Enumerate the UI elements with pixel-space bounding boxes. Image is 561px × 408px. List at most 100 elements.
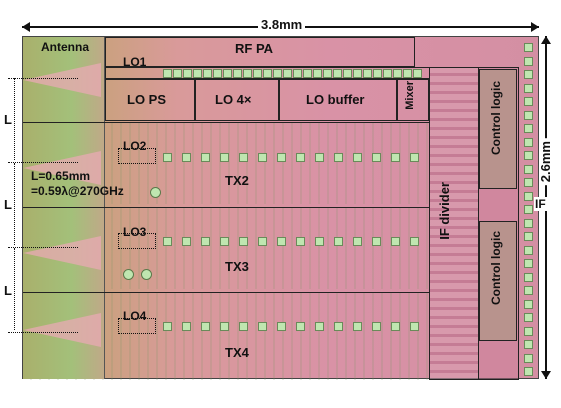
lo2-label: LO2	[123, 139, 147, 153]
l-label-1: L	[4, 112, 12, 127]
tx2-pad	[201, 153, 210, 162]
tx4-pad	[163, 322, 172, 331]
right-pad	[524, 313, 533, 322]
rf-pa-label: RF PA	[235, 41, 274, 56]
tx4-pad	[220, 322, 229, 331]
tx4-pad	[239, 322, 248, 331]
width-label: 3.8mm	[258, 17, 306, 32]
control-logic-top-label: Control logic	[489, 81, 503, 155]
right-pad-column	[523, 43, 535, 378]
l-boundary-4	[8, 332, 78, 333]
tx4-pad	[391, 322, 400, 331]
lo1-pad	[213, 69, 222, 78]
lo1-pad	[373, 69, 382, 78]
l-marker-line-3	[14, 248, 15, 330]
right-pad	[524, 340, 533, 349]
right-pad	[524, 259, 533, 268]
right-pad	[524, 70, 533, 79]
control-logic-bottom-block	[479, 221, 517, 341]
lo1-pad	[193, 69, 202, 78]
tx4-label: TX4	[225, 345, 249, 360]
if-divider-block	[429, 67, 479, 380]
tx3-label: TX3	[225, 259, 249, 274]
l-boundary-1	[8, 78, 78, 79]
right-pad	[524, 56, 533, 66]
if-label: IF	[534, 197, 547, 211]
antenna-wedge-1	[23, 63, 101, 97]
lo-buffer-block	[279, 79, 397, 121]
antenna-wedge-3	[23, 236, 101, 270]
tx3-pad	[277, 237, 286, 246]
height-label: 2.6mm	[538, 138, 553, 186]
tx3-pad	[296, 237, 305, 246]
right-pad	[524, 43, 533, 52]
antenna-top	[23, 37, 105, 123]
right-pad	[524, 299, 533, 309]
control-logic-bottom-label: Control logic	[489, 231, 503, 305]
antenna-tx3	[23, 208, 105, 292]
right-pad	[524, 326, 533, 336]
if-divider-label: IF divider	[437, 182, 452, 240]
right-pad	[524, 232, 533, 241]
lo1-pad	[413, 69, 422, 78]
lo1-pad	[403, 69, 412, 78]
lo1-pad	[313, 69, 322, 78]
height-arrow-top	[541, 36, 551, 44]
lo2-dotted-box	[118, 148, 156, 164]
right-pad	[524, 353, 533, 363]
right-pad	[524, 286, 533, 295]
tx4-pad	[410, 322, 419, 331]
lo1-pad	[383, 69, 392, 78]
lo1-pad	[253, 69, 262, 78]
control-logic-top-block	[479, 69, 517, 189]
l-marker-line-2	[14, 163, 15, 245]
lo1-pad	[393, 69, 402, 78]
tx3-pad	[163, 237, 172, 246]
lo-4x-block	[195, 79, 279, 121]
tx3-pad	[201, 237, 210, 246]
rf-pa-block	[105, 37, 415, 67]
lo1-pad	[353, 69, 362, 78]
tx3-pad	[182, 237, 191, 246]
right-pad	[524, 218, 533, 228]
tx3-pad	[258, 237, 267, 246]
lo3-label: LO3	[123, 225, 147, 239]
tx3-pad	[372, 237, 381, 246]
tx4-pad	[296, 322, 305, 331]
tx2-label: TX2	[225, 173, 249, 188]
tx2-pad	[315, 153, 324, 162]
mixer-label: Mixer	[404, 81, 416, 110]
tx2-pad	[296, 153, 305, 162]
lo1-pad	[173, 69, 182, 78]
tx4-pad	[277, 322, 286, 331]
tx3-pad	[239, 237, 248, 246]
annotation-line-1: L=0.65mm	[31, 169, 91, 183]
tx2-pad	[182, 153, 191, 162]
tx3-pad	[391, 237, 400, 246]
lo1-pad	[203, 69, 212, 78]
right-pad	[524, 245, 533, 255]
lo1-pad	[323, 69, 332, 78]
width-arrow-left	[22, 22, 30, 32]
right-pad	[524, 97, 533, 106]
tx3-pad	[220, 237, 229, 246]
lo1-pad	[363, 69, 372, 78]
tx2-pad	[410, 153, 419, 162]
tx3-pad	[315, 237, 324, 246]
right-pad	[524, 272, 533, 282]
lo1-pad	[263, 69, 272, 78]
lo3-dotted-box	[118, 233, 156, 249]
annotation-line-2: =0.59λ@270GHz	[31, 184, 124, 198]
tx2-pad	[163, 153, 172, 162]
right-pad	[524, 178, 533, 187]
height-arrow-bottom	[541, 371, 551, 379]
right-pad	[524, 151, 533, 160]
lo1-pad	[223, 69, 232, 78]
tx3-pad	[353, 237, 362, 246]
right-pad	[524, 137, 533, 147]
lo1-pad	[243, 69, 252, 78]
right-pad	[524, 367, 533, 376]
lo1-pad	[303, 69, 312, 78]
lo1-pad	[183, 69, 192, 78]
tx3-pad	[410, 237, 419, 246]
